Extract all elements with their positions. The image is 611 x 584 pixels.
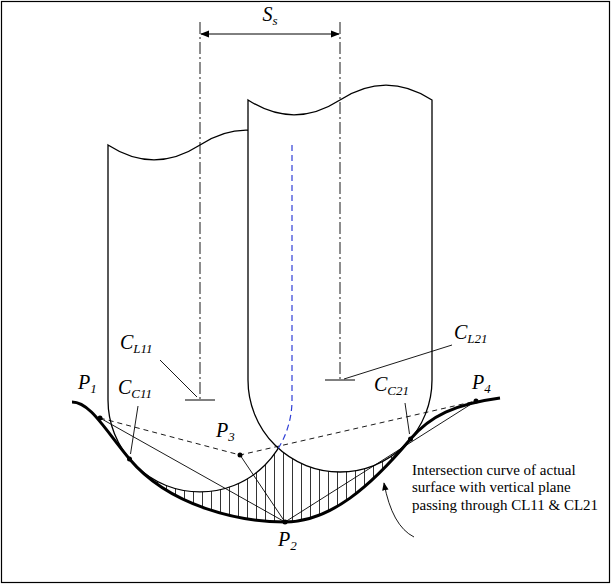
dimension-line bbox=[201, 34, 339, 35]
centre-tick bbox=[325, 380, 355, 381]
centre-point-label: CL21 bbox=[452, 320, 490, 347]
hidden-edge bbox=[278, 145, 292, 448]
construction-line bbox=[100, 418, 285, 522]
dimension-label: Ss bbox=[260, 2, 279, 29]
construction-line bbox=[240, 455, 285, 522]
centre-line bbox=[340, 22, 341, 380]
point-label: P4 bbox=[470, 370, 493, 397]
scallop-hatch bbox=[130, 439, 411, 522]
centre-line bbox=[200, 22, 201, 400]
construction-dashed bbox=[100, 401, 476, 455]
note-text: Intersection curve of actual surface wit… bbox=[410, 462, 606, 514]
contact-point-label: CC21 bbox=[372, 372, 411, 399]
leader-lines bbox=[131, 345, 453, 537]
point-label: P2 bbox=[276, 527, 299, 554]
point-label: P3 bbox=[214, 418, 237, 445]
centre-tick bbox=[185, 400, 215, 401]
point-label: P1 bbox=[76, 370, 99, 397]
contact-point-label: CC11 bbox=[116, 375, 154, 402]
centre-point-label: CL11 bbox=[118, 330, 155, 357]
